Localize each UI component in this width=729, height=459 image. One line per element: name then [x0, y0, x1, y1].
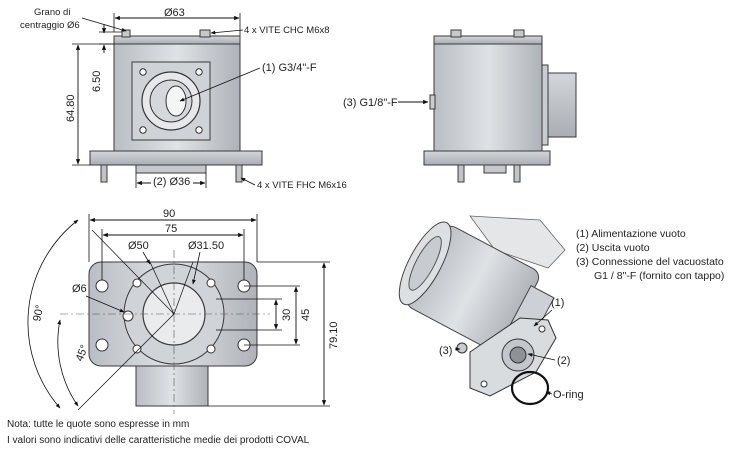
- legend-num-3: (3): [576, 256, 589, 268]
- base-spigot: [135, 164, 207, 174]
- bottom-view: 90 75 Ø50 Ø31.50 Ø6 90° 45° 30 45 79.10: [27, 208, 340, 414]
- dim-50-label: Ø50: [128, 240, 149, 252]
- legend-num-2: (2): [576, 242, 589, 254]
- port1-label: (1) G3/4"-F: [262, 62, 317, 74]
- arc-90: [27, 219, 79, 409]
- centering-hole-icon: [122, 310, 134, 322]
- grano-label-1: Grano di: [34, 7, 70, 18]
- side-view: (3) G1/8"-F: [343, 29, 577, 183]
- photo-label-1: (1): [551, 297, 564, 309]
- dim-75-label: 75: [165, 223, 177, 235]
- base-screw: [235, 164, 243, 183]
- legend-item-3-cont: G1 / 8"-F (fornito con tappo): [594, 270, 725, 282]
- base-flange: [89, 150, 263, 166]
- plate-screw-icon: [195, 126, 203, 134]
- base-dim-label: (2) Ø36: [153, 176, 190, 188]
- side-body: [433, 43, 543, 152]
- oring-label: O-ring: [553, 389, 584, 401]
- photo-label-3: (3): [439, 345, 452, 357]
- note-line-2: I valori sono indicativi delle caratteri…: [7, 435, 310, 446]
- screws-top-label: 4 x VITE CHC M6x8: [244, 25, 330, 36]
- base-screw: [100, 164, 108, 183]
- plate-screw-icon: [139, 68, 147, 76]
- front-top-plate: [113, 35, 241, 45]
- bottom-body: [135, 365, 209, 407]
- oring-icon: [510, 370, 550, 406]
- legend-item-3: (3) Connessione del vacuostato: [576, 256, 724, 269]
- angle-90-label: 90°: [31, 304, 46, 323]
- centering-pin: [121, 29, 131, 38]
- dim-7910-label: 79.10: [328, 321, 340, 349]
- dim-6-label: Ø6: [72, 283, 87, 295]
- product-illustration: (1) (2) (3) O-ring: [398, 215, 584, 406]
- mount-hole-icon: [95, 338, 109, 352]
- legend-item-1: (1) Alimentazione vuoto: [576, 228, 686, 241]
- screws-bottom-label: 4 x VITE FHC M6x16: [257, 180, 347, 191]
- legend-num-1: (1): [576, 228, 589, 240]
- dim-6480-label: 64.80: [65, 94, 77, 122]
- photo-label-2: (2): [557, 355, 570, 367]
- angle-45-label: 45°: [74, 343, 91, 363]
- grano-label-2: centraggio Ø6: [20, 20, 80, 31]
- dim-3150-label: Ø31.50: [188, 240, 224, 252]
- front-view: Ø63 Grano di centraggio Ø6 4 x VITE CHC …: [20, 7, 347, 191]
- legend-text-1: Alimentazione vuoto: [591, 228, 686, 240]
- legend-item-2: (2) Uscita vuoto: [576, 242, 650, 255]
- dim-650-label: 6.50: [91, 71, 103, 92]
- dim-90-label: 90: [163, 208, 175, 220]
- arc-45: [57, 319, 79, 407]
- note-line-1: Nota: tutte le quote sono espresse in mm: [7, 419, 190, 430]
- port-hole: [165, 85, 187, 117]
- mount-hole-icon: [95, 279, 109, 293]
- legend-text-3: Connessione del vacuostato: [591, 256, 724, 268]
- dim-63-label: Ø63: [164, 7, 185, 19]
- plate-screw-icon: [139, 126, 147, 134]
- port3-label: (3) G1/8"-F: [343, 97, 398, 109]
- top-screw-head: [199, 29, 211, 38]
- dim-45-label: 45: [300, 309, 312, 321]
- side-port-plug: [429, 94, 436, 110]
- plate-screw-icon: [195, 68, 203, 76]
- dim-30-label: 30: [281, 309, 293, 321]
- legend-text-2: Uscita vuoto: [591, 242, 650, 254]
